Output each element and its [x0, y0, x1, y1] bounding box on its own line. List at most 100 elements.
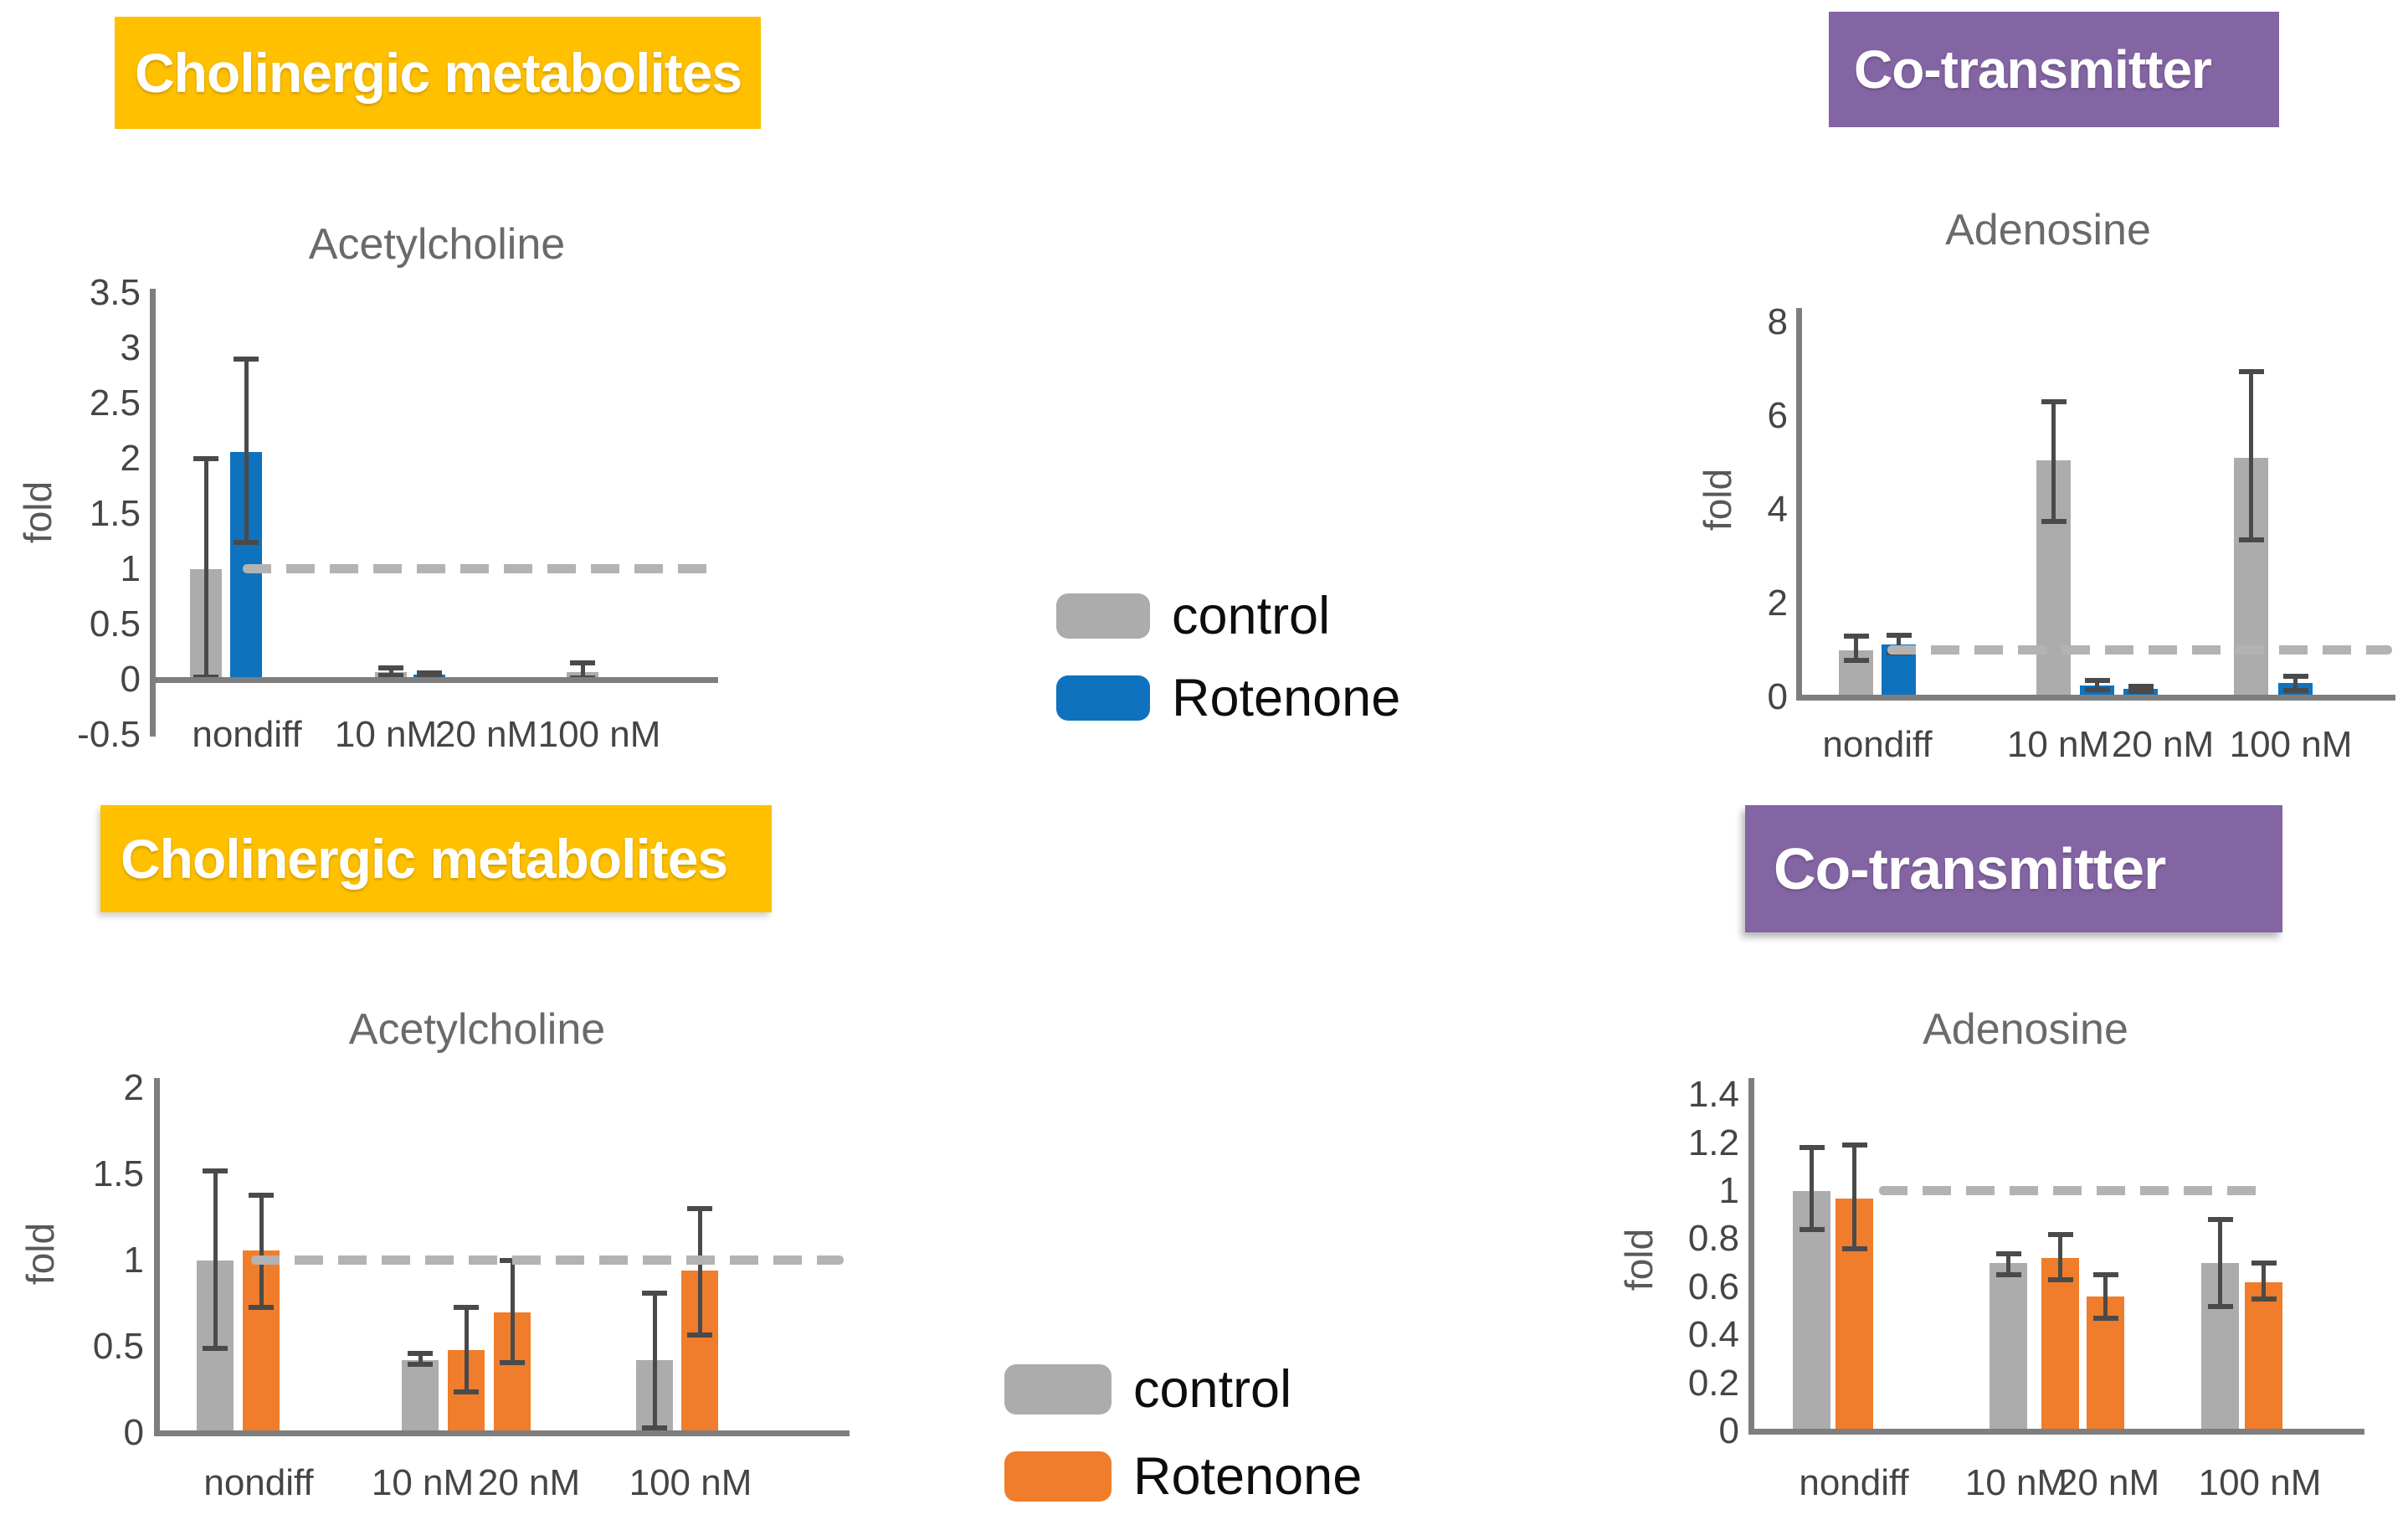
header-badge-cholinergic-bottom: Cholinergic metabolites: [100, 805, 772, 912]
error-bar-cap: [1799, 1145, 1825, 1151]
x-category-label: 100 nM: [2229, 724, 2353, 765]
y-tick-label: 1.5: [92, 1153, 144, 1194]
error-bar: [388, 668, 393, 676]
dashed-reference-line: [1887, 645, 2392, 655]
error-bar: [1854, 636, 1858, 661]
chart-title-acetylcholine-top: Acetylcholine: [308, 220, 566, 269]
error-bar-cap: [2047, 1277, 2073, 1283]
error-bar-cap: [642, 1291, 667, 1297]
x-category-label: 20 nM: [434, 714, 538, 755]
error-bar: [244, 359, 249, 543]
y-axis: [1748, 1078, 1754, 1435]
y-tick-label: 2: [123, 1067, 144, 1108]
error-bar: [2293, 675, 2298, 691]
legend-label: control: [1172, 587, 1331, 645]
error-bar: [580, 663, 585, 678]
y-tick-label: 0.6: [1687, 1266, 1739, 1307]
error-bar-cap: [687, 1206, 712, 1212]
y-tick-label: 2.5: [89, 383, 141, 424]
x-category-label: 10 nM: [1964, 1462, 2068, 1503]
y-tick-label: 0: [123, 1412, 144, 1453]
chart-title-acetylcholine-bottom: Acetylcholine: [348, 1005, 606, 1054]
error-bar-cap: [378, 665, 403, 671]
legend-swatch-control: [1004, 1364, 1112, 1415]
y-tick-label: 3: [120, 327, 141, 368]
x-category-label: 20 nM: [477, 1462, 581, 1503]
error-bar-cap: [408, 1351, 433, 1357]
error-bar: [2051, 402, 2056, 521]
error-bar-cap: [1843, 658, 1869, 664]
y-tick-label: 1.4: [1687, 1074, 1739, 1116]
error-bar: [510, 1261, 515, 1363]
bar-rotenone-100nM: [2245, 1282, 2282, 1431]
error-bar-cap: [203, 1168, 228, 1173]
chart-title-adenosine-bottom: Adenosine: [1923, 1005, 2128, 1054]
y-tick-label: 3.5: [89, 272, 141, 313]
error-bar: [2095, 680, 2099, 691]
x-category-label: 20 nM: [2111, 724, 2215, 765]
y-tick-label: 1: [1718, 1170, 1739, 1211]
header-badge-cotransmitter-bottom: Co-transmitter: [1745, 805, 2282, 932]
dashed-reference-line: [243, 564, 710, 573]
error-bar-cap: [642, 1425, 667, 1430]
legend-label: Rotenone: [1133, 1447, 1363, 1506]
error-bar-cap: [417, 670, 442, 675]
error-bar: [2058, 1234, 2062, 1281]
error-bar-cap: [1841, 1142, 1867, 1148]
error-bar-cap: [1995, 1272, 2021, 1278]
header-label: Co-transmitter: [1854, 39, 2212, 100]
error-bar: [697, 1209, 702, 1335]
y-tick-label: 0.4: [1687, 1314, 1739, 1356]
error-bar: [418, 1353, 423, 1364]
y-tick-label: 0: [1767, 676, 1788, 717]
x-axis: [154, 1430, 850, 1436]
error-bar-cap: [2041, 519, 2067, 524]
y-tick-label: 0.5: [89, 603, 141, 644]
y-tick-label: 1.2: [1687, 1122, 1739, 1163]
x-category-label: 20 nM: [2056, 1462, 2160, 1503]
error-bar-cap: [203, 1346, 228, 1352]
x-axis: [150, 677, 718, 683]
error-bar: [1852, 1145, 1856, 1249]
error-bar-cap: [1799, 1226, 1825, 1232]
error-bar: [2218, 1219, 2222, 1307]
y-tick-label: 4: [1767, 489, 1788, 530]
x-category-label: 10 nM: [2006, 724, 2110, 765]
error-bar-cap: [2282, 687, 2308, 693]
y-tick-label: 1: [120, 548, 141, 589]
y-tick-label: 8: [1767, 301, 1788, 342]
x-category-label: 10 nM: [334, 714, 438, 755]
y-tick-label: 0: [120, 659, 141, 700]
error-bar-cap: [1841, 1245, 1867, 1251]
error-bar-cap: [417, 674, 442, 680]
error-bar: [1897, 635, 1901, 653]
y-tick-label: 0.2: [1687, 1362, 1739, 1404]
x-category-label: 100 nM: [629, 1462, 752, 1503]
y-axis: [154, 1078, 160, 1436]
legend-label: Rotenone: [1172, 669, 1401, 727]
header-badge-cholinergic-top: Cholinergic metabolites: [115, 17, 761, 129]
chart-title-adenosine-top: Adenosine: [1945, 206, 2151, 254]
legend-item-rotenone-orange: Rotenone: [1004, 1446, 1362, 1507]
error-bar: [652, 1293, 657, 1428]
y-tick-label: 6: [1767, 395, 1788, 436]
legend-item-rotenone-top: Rotenone: [1056, 668, 1400, 728]
error-bar-cap: [2092, 1272, 2118, 1278]
legend-swatch-rotenone-orange: [1004, 1451, 1112, 1502]
bar-rotenone-10nM: [2041, 1258, 2079, 1431]
error-bar-cap: [687, 1332, 712, 1338]
error-bar-cap: [378, 673, 403, 679]
y-tick-label: 2: [1767, 583, 1788, 624]
error-bar-cap: [454, 1389, 479, 1394]
y-tick-label: 2: [120, 438, 141, 479]
error-bar: [1810, 1148, 1814, 1230]
error-bar: [2262, 1263, 2266, 1300]
bar-control-10nM: [1990, 1263, 2027, 1431]
error-bar-cap: [570, 660, 595, 666]
bar-control-10nM: [402, 1360, 439, 1433]
error-bar-cap: [1843, 634, 1869, 639]
error-bar-cap: [500, 1359, 525, 1365]
error-bar-cap: [2282, 673, 2308, 679]
header-label: Cholinergic metabolites: [121, 828, 728, 890]
